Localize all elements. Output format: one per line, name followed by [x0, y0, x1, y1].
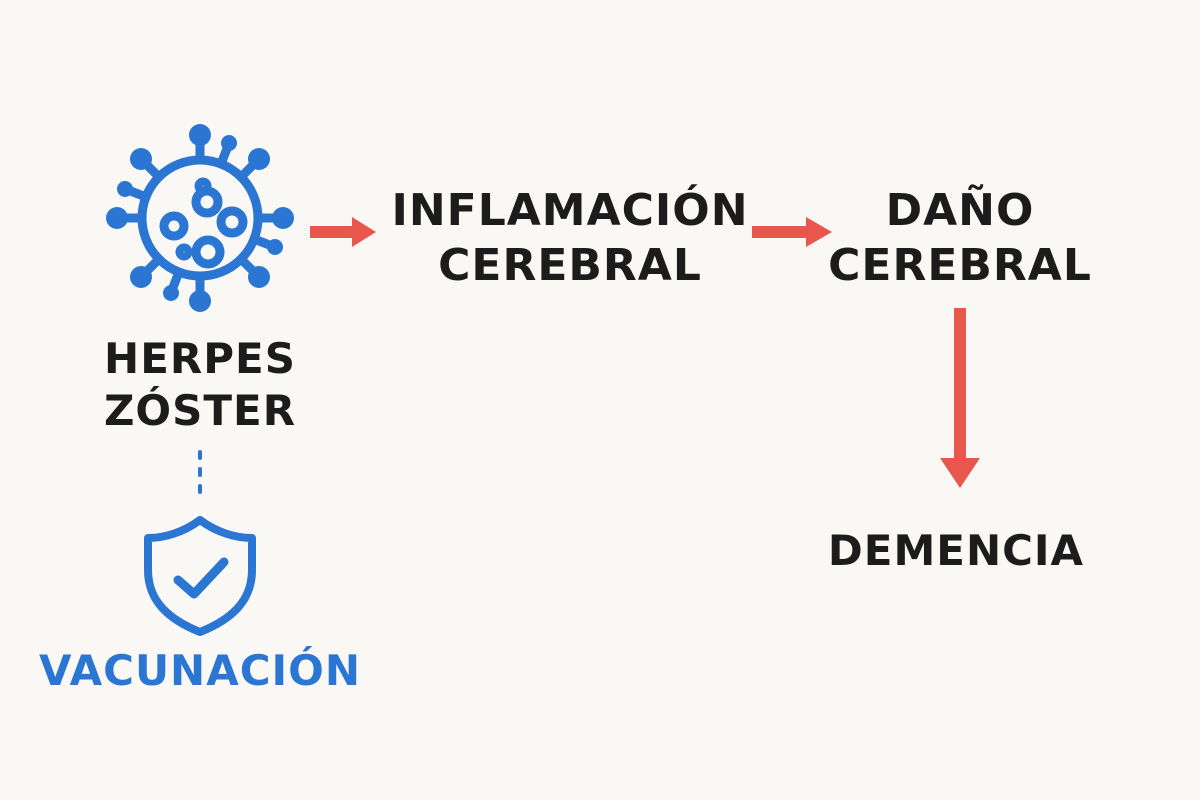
inflamacion-label-line1: INFLAMACIÓN [391, 185, 749, 236]
vacunacion-label: VACUNACIÓN [38, 646, 362, 695]
shield-check-icon [144, 516, 256, 636]
dano-label-line2: CEREBRAL [828, 240, 1092, 291]
dano-cerebral-label: DAÑO CEREBRAL [800, 183, 1120, 293]
arrow-dano-to-demencia [940, 308, 980, 488]
dotted-connector [198, 450, 202, 494]
virus-icon [106, 124, 294, 312]
herpes-label-line2: ZÓSTER [103, 386, 297, 435]
herpes-label-line1: HERPES [104, 334, 296, 383]
demencia-label: DEMENCIA [827, 526, 1085, 575]
dano-label-line1: DAÑO [885, 185, 1035, 236]
arrow-inflamacion-to-dano [752, 217, 832, 247]
herpes-zoster-label: HERPES ZÓSTER [80, 333, 320, 437]
inflamacion-cerebral-label: INFLAMACIÓN CEREBRAL [380, 183, 760, 293]
inflamacion-label-line2: CEREBRAL [438, 240, 702, 291]
arrow-herpes-to-inflamacion [310, 217, 376, 247]
